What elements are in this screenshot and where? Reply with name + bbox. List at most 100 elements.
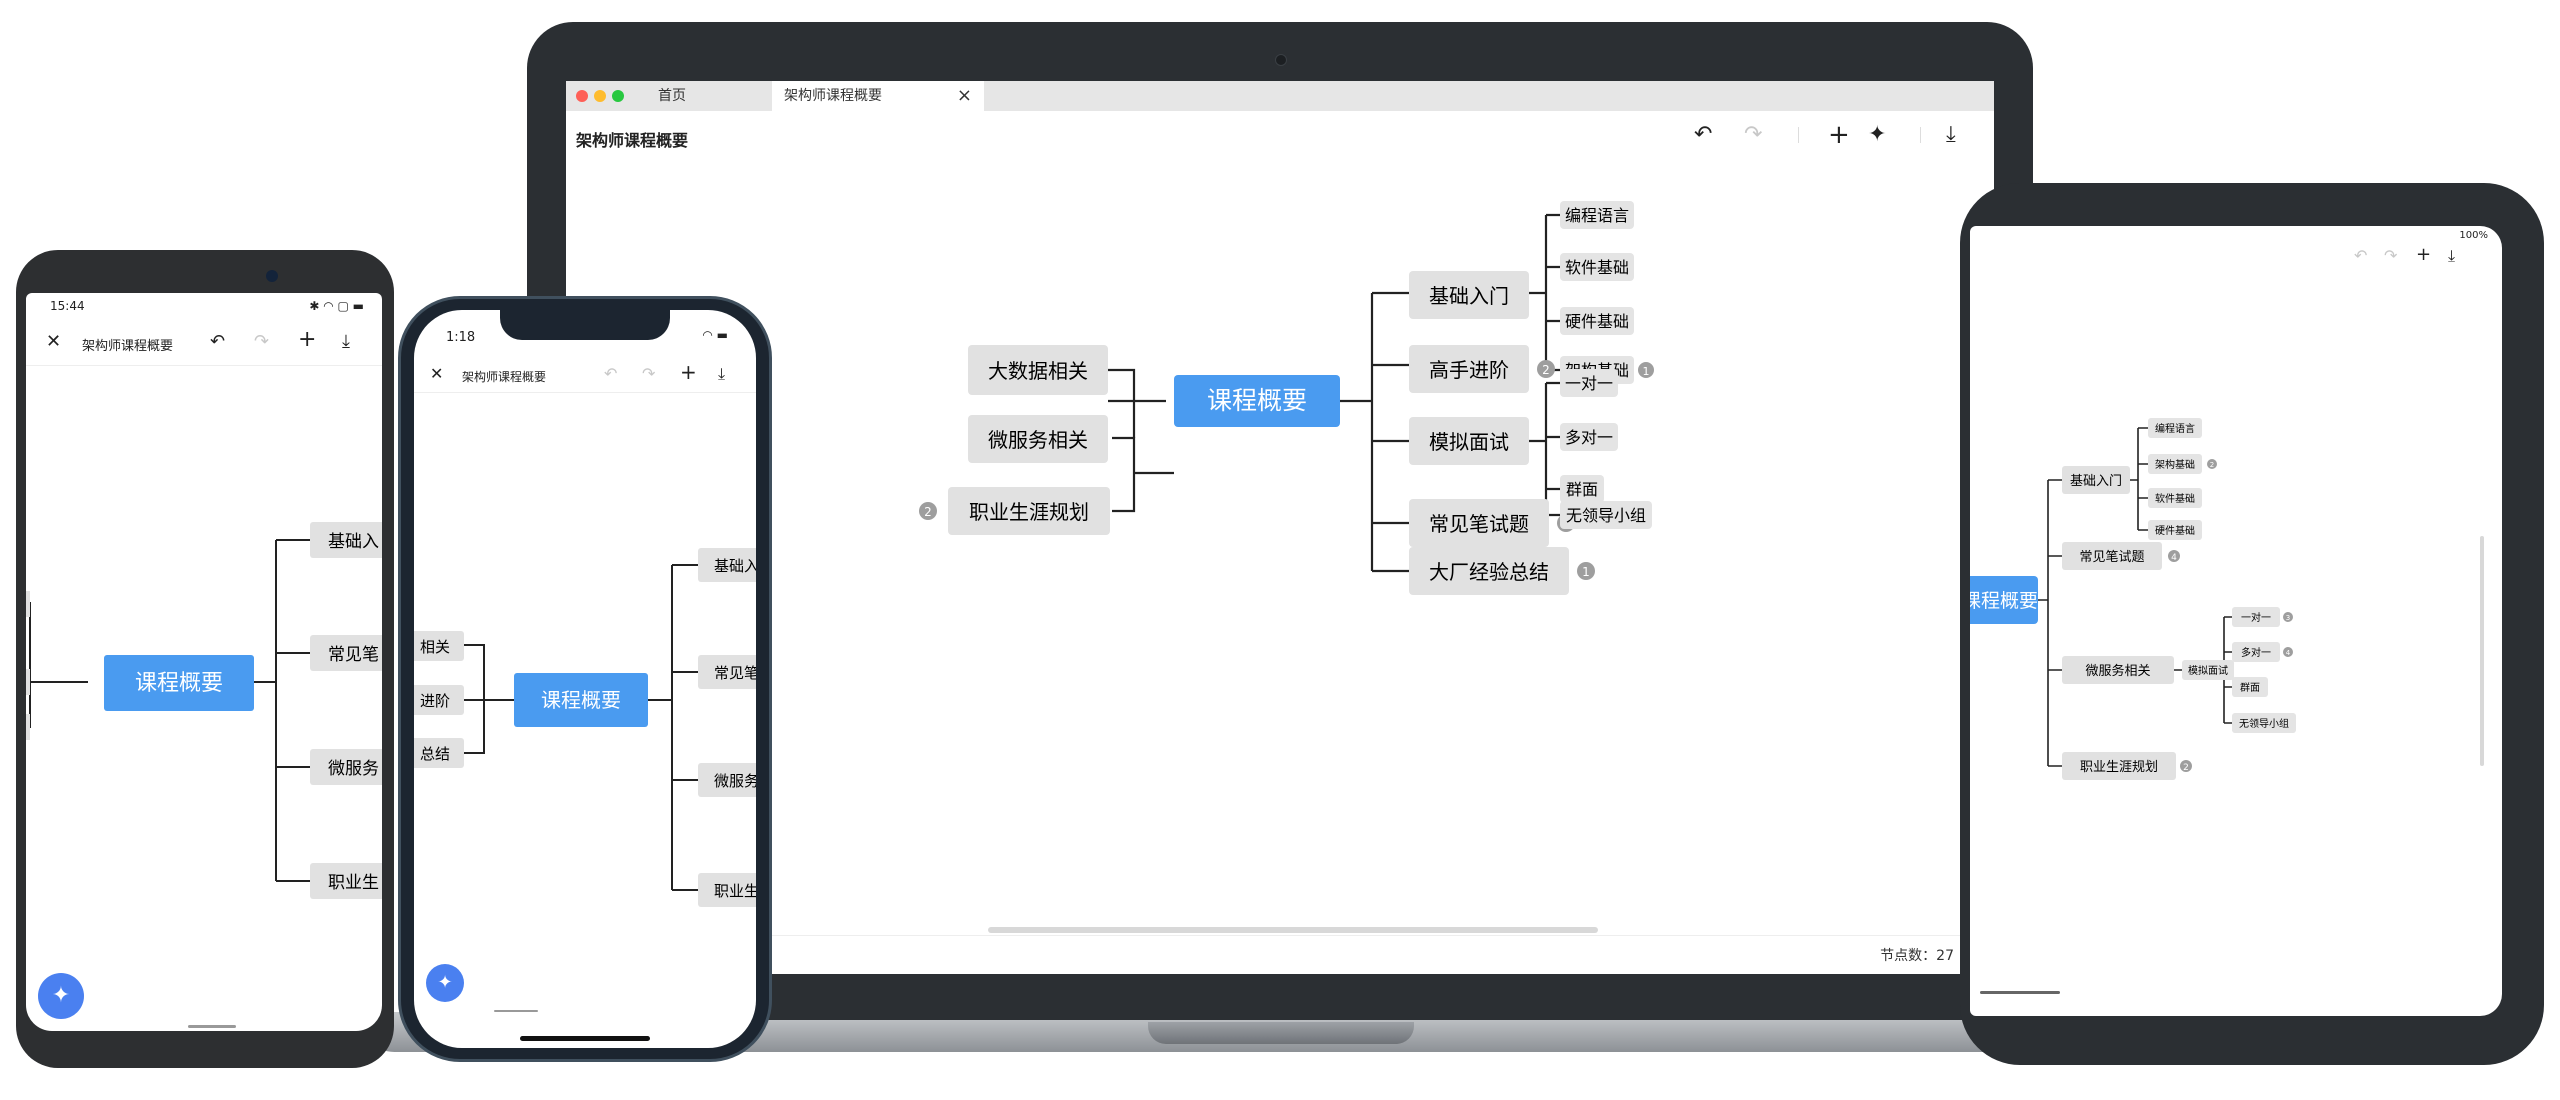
mindmap-leaf-node[interactable] — [1560, 475, 1604, 503]
mindmap-node[interactable] — [1409, 499, 1549, 547]
badge-count: 4 — [2286, 649, 2291, 657]
mindmap-leaf-node[interactable] — [2232, 677, 2268, 697]
mindmap-leaf-node[interactable] — [2232, 607, 2280, 627]
mindmap-node-label: 微服务 — [714, 772, 756, 790]
mindmap-node[interactable] — [26, 591, 30, 617]
mindmap-node[interactable] — [2062, 542, 2162, 570]
collapse-badge[interactable] — [2283, 612, 2293, 622]
mindmap-node[interactable] — [948, 487, 1110, 535]
collapse-badge[interactable] — [919, 502, 937, 520]
collapse-badge[interactable] — [2168, 550, 2180, 562]
mindmap-node[interactable] — [310, 749, 382, 785]
collapse-badge[interactable] — [1638, 362, 1654, 378]
mindmap-node[interactable] — [1409, 547, 1569, 595]
close-icon[interactable]: ✕ — [46, 331, 62, 352]
toolbar — [566, 111, 1994, 157]
close-tab-icon[interactable]: × — [956, 85, 972, 106]
tab-course[interactable]: 架构师课程概要 × — [772, 81, 984, 111]
page-title: 架构师课程概要 — [576, 131, 689, 150]
mindmap-root-node[interactable] — [514, 673, 648, 727]
download-icon[interactable]: ⤓ — [1946, 122, 1956, 147]
mindmap-node[interactable] — [310, 635, 382, 671]
mindmap-node-label: 无领导小组 — [1566, 506, 1646, 525]
mindmap-leaf-node[interactable] — [1560, 307, 1634, 335]
download-icon[interactable]: ⤓ — [342, 331, 350, 352]
mindmap-root-label: 课程概要 — [1207, 386, 1307, 415]
camera-icon — [1275, 54, 1287, 66]
mindmap-node[interactable] — [1409, 417, 1529, 465]
mindmap-leaf-node[interactable] — [2148, 454, 2202, 474]
mindmap-leaf-node[interactable] — [1560, 253, 1634, 281]
iphone-screen: 1:18 ◠ ▬ ✕ 架构师课程概要 ↶ ↷ + ⤓ 相关 进阶 总结 课程概要… — [414, 310, 756, 1048]
collapse-badge[interactable] — [2207, 459, 2217, 469]
mindmap-node[interactable] — [26, 669, 30, 695]
collapse-badge[interactable] — [1577, 562, 1595, 580]
undo-icon[interactable]: ↶ — [604, 364, 618, 383]
mindmap-node[interactable] — [2182, 660, 2234, 680]
mindmap-node[interactable] — [698, 763, 756, 797]
mindmap-node[interactable] — [310, 522, 382, 558]
mindmap-node[interactable] — [698, 655, 756, 689]
magic-wand-icon[interactable]: ✦ — [1868, 122, 1887, 147]
add-node-icon[interactable]: + — [298, 327, 317, 352]
mindmap-leaf-node[interactable] — [2148, 418, 2202, 438]
tablet-battery-status: 100% — [2459, 230, 2488, 241]
mindmap-leaf-node[interactable] — [2232, 642, 2280, 662]
mindmap-node[interactable] — [414, 631, 464, 661]
collapse-badge[interactable] — [1537, 360, 1555, 378]
collapse-badge[interactable] — [2283, 647, 2293, 657]
undo-icon[interactable]: ↶ — [1694, 122, 1713, 147]
mindmap-node[interactable] — [2062, 752, 2176, 780]
mindmap-node[interactable] — [968, 415, 1108, 463]
mindmap-leaf-node[interactable] — [2148, 520, 2202, 540]
mindmap-leaf-node[interactable] — [1560, 201, 1634, 229]
mindmap-leaf-node[interactable] — [1560, 423, 1618, 451]
add-node-icon[interactable]: + — [680, 360, 697, 384]
close-icon[interactable]: ✕ — [430, 364, 444, 383]
mindmap-root-node[interactable] — [104, 655, 254, 711]
mindmap-node[interactable] — [414, 685, 464, 715]
download-icon[interactable]: ⤓ — [718, 364, 726, 383]
add-node-icon[interactable]: + — [1828, 120, 1850, 150]
node-count: 节点数：27 — [1880, 945, 1954, 965]
close-window-button[interactable] — [576, 90, 588, 102]
undo-icon[interactable]: ↶ — [2354, 246, 2368, 265]
android-mindmap-canvas: 课程概要 基础入 常见笔 微服务 职业生 — [26, 522, 382, 899]
redo-icon[interactable]: ↷ — [2384, 246, 2398, 265]
mindmap-node[interactable] — [698, 873, 756, 907]
mindmap-node[interactable] — [2062, 466, 2130, 494]
download-icon[interactable]: ⤓ — [2448, 246, 2456, 265]
mindmap-node[interactable] — [1409, 271, 1529, 319]
mindmap-node-label: 微服务相关 — [2085, 663, 2150, 679]
collapse-badge[interactable] — [2180, 760, 2192, 772]
mindmap-leaf-node[interactable] — [1560, 369, 1618, 397]
tab-home[interactable]: 首页 — [650, 81, 786, 111]
mindmap-node[interactable] — [1409, 345, 1529, 393]
mindmap-root-node[interactable] — [1970, 576, 2038, 624]
mindmap-root-node[interactable] — [1174, 375, 1340, 427]
mindmap-node[interactable] — [26, 714, 30, 740]
redo-icon[interactable]: ↷ — [254, 331, 270, 352]
mindmap-leaf-node[interactable] — [2148, 488, 2202, 508]
magic-wand-fab[interactable]: ✦ — [426, 964, 464, 1002]
tablet-mindmap-canvas: 课程概要 基础入门 常见笔试题 4 微服务相关 职业生涯规划 2 编程语言 架构… — [1970, 418, 2296, 780]
mindmap-node-label: 职业生 — [714, 882, 756, 900]
mindmap-leaf-node[interactable] — [2232, 713, 2296, 733]
magic-wand-fab[interactable]: ✦ — [38, 973, 84, 1019]
mindmap-node[interactable] — [310, 863, 382, 899]
minimize-window-button[interactable] — [594, 90, 606, 102]
badge-count: 1 — [1643, 365, 1650, 378]
vertical-scrollbar[interactable] — [2480, 536, 2484, 766]
redo-icon[interactable]: ↷ — [642, 364, 656, 383]
mindmap-leaf-node[interactable] — [1560, 501, 1652, 529]
redo-icon[interactable]: ↷ — [1744, 122, 1763, 147]
horizontal-scrollbar[interactable] — [988, 927, 1598, 933]
mindmap-node[interactable] — [968, 345, 1108, 395]
zoom-window-button[interactable] — [612, 90, 624, 102]
mindmap-node[interactable] — [2062, 656, 2174, 684]
mindmap-node[interactable] — [414, 738, 464, 768]
mindmap-node-label: 架构基础 — [2155, 458, 2195, 471]
add-node-icon[interactable]: + — [2416, 244, 2432, 265]
undo-icon[interactable]: ↶ — [210, 331, 226, 352]
mindmap-node[interactable] — [698, 548, 756, 582]
